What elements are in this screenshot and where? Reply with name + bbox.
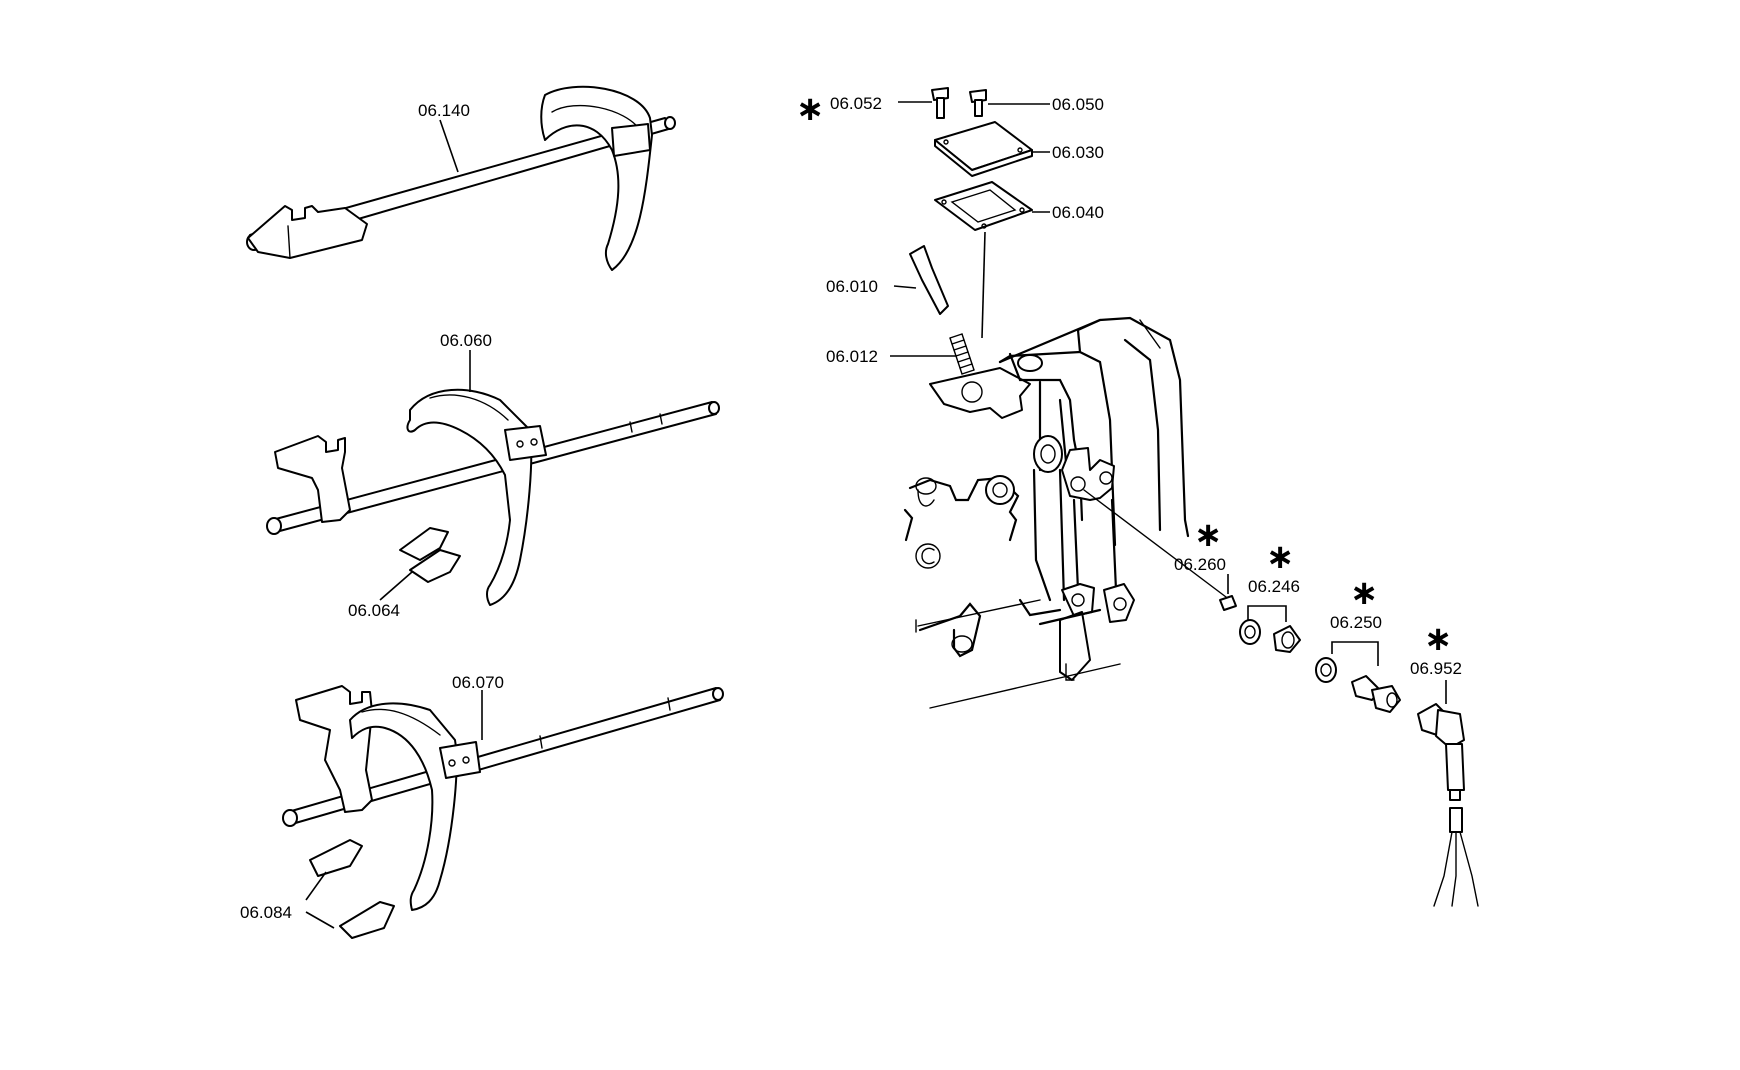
plug-screw-06246 — [1273, 625, 1301, 653]
callout-06040: 06.040 — [1052, 203, 1104, 222]
callout-06246: 06.246 — [1248, 577, 1300, 596]
switch-06250 — [1351, 675, 1401, 713]
shift-rail-06140 — [246, 85, 676, 271]
callout-06140: 06.140 — [418, 101, 470, 120]
callout-06050: 06.050 — [1052, 95, 1104, 114]
callout-06052: 06.052 — [830, 94, 882, 113]
callout-06250: 06.250 — [1330, 613, 1382, 632]
connector-06952 — [1417, 703, 1479, 907]
seal-ring-06246 — [1239, 619, 1261, 645]
callout-06260: 06.260 — [1174, 555, 1226, 574]
asterisk-06250: ∗ — [1350, 573, 1379, 613]
spring-06012 — [949, 333, 975, 375]
callout-06010: 06.010 — [826, 277, 878, 296]
asterisk-06260: ∗ — [1194, 515, 1223, 555]
callout-06030: 06.030 — [1052, 143, 1104, 162]
cover-plate-06030 — [934, 121, 1033, 177]
callout-06060: 06.060 — [440, 331, 492, 350]
plug-06260 — [1219, 595, 1237, 611]
callout-06070: 06.070 — [452, 673, 504, 692]
asterisk-06952: ∗ — [1424, 619, 1453, 659]
shift-rail-06060 — [266, 388, 720, 606]
screw-06052 — [931, 87, 949, 119]
screw-06050 — [969, 89, 987, 117]
gasket-06040 — [934, 181, 1033, 231]
callout-06952: 06.952 — [1410, 659, 1462, 678]
gearbox-housing — [903, 316, 1231, 709]
pin-06010 — [909, 245, 949, 315]
asterisk-06246: ∗ — [1266, 537, 1295, 577]
callout-06012: 06.012 — [826, 347, 878, 366]
callout-06084: 06.084 — [240, 903, 292, 922]
asterisk-06052: ∗ — [796, 89, 825, 129]
seal-ring-06250 — [1315, 657, 1337, 683]
shift-rail-06070 — [282, 685, 724, 939]
callout-06064: 06.064 — [348, 601, 400, 620]
